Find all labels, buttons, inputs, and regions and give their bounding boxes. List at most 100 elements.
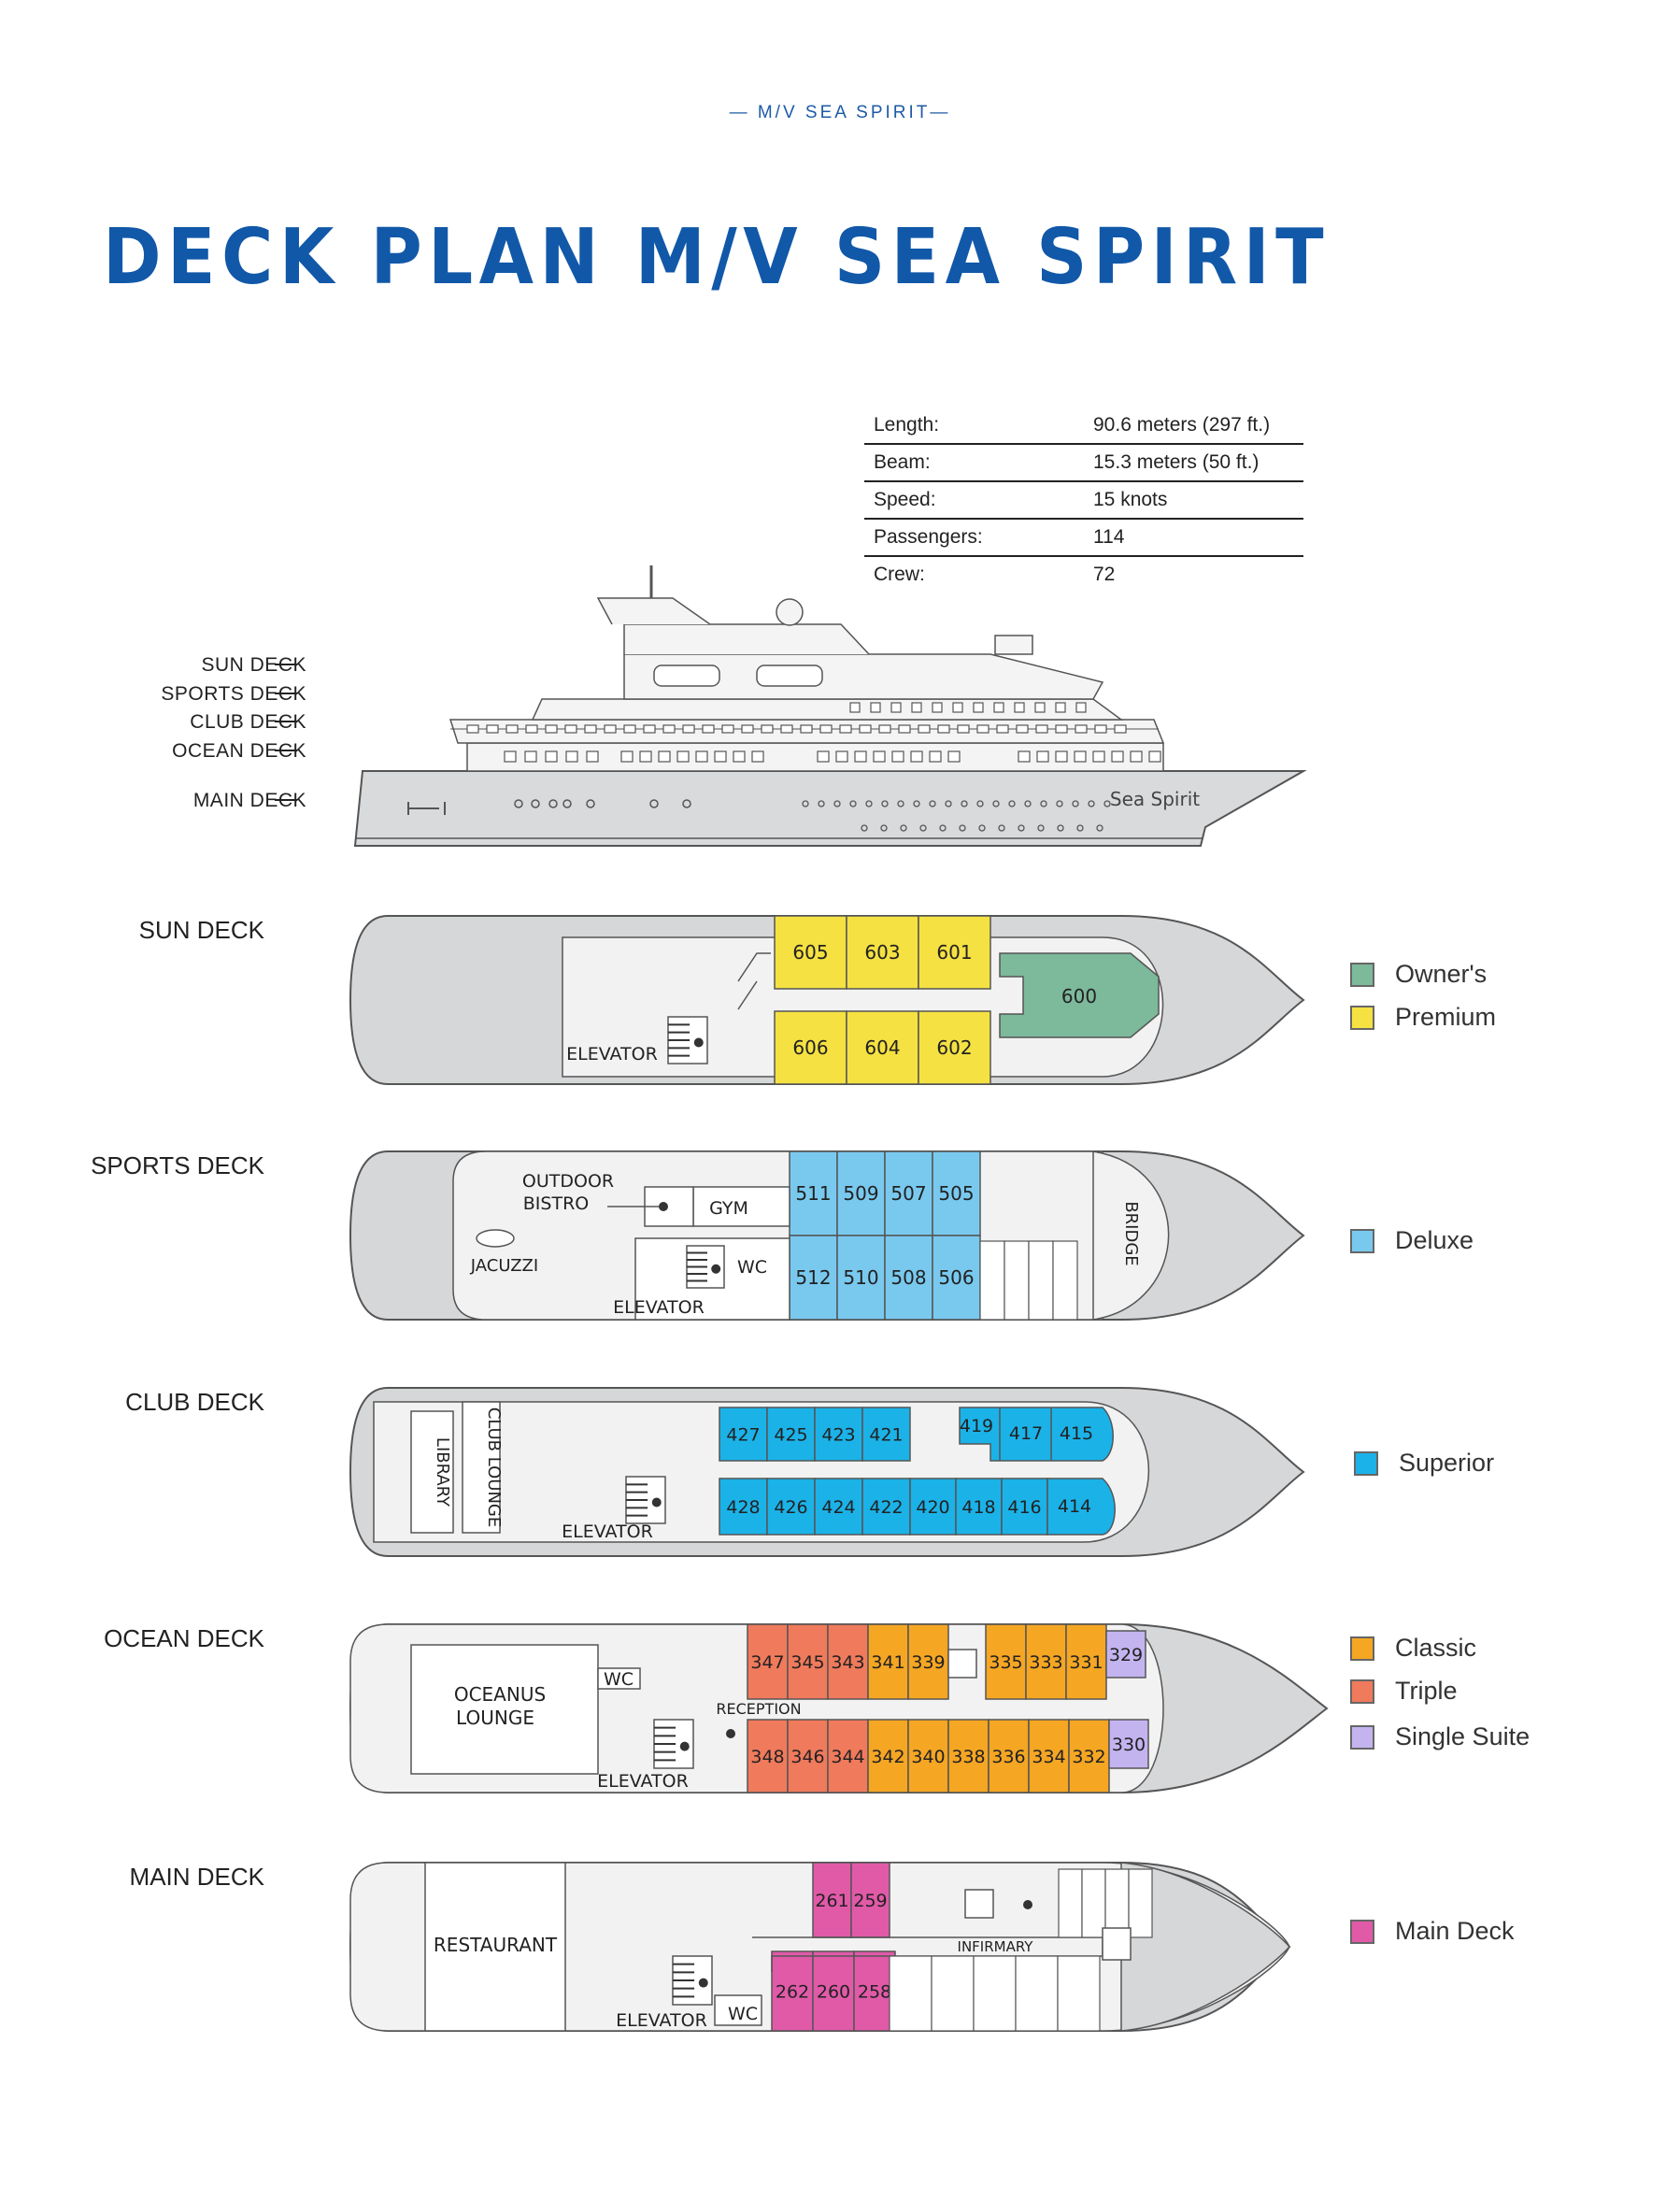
profile-window <box>873 750 886 763</box>
outdoor-bistro-label: BISTRO <box>523 1193 589 1214</box>
profile-window <box>1036 750 1049 763</box>
profile-window <box>800 724 813 734</box>
legend-swatch <box>1350 1005 1374 1030</box>
profile-window <box>564 724 577 734</box>
profile-window <box>751 750 764 763</box>
cabin <box>836 1150 886 1236</box>
cabin-number: 424 <box>821 1497 855 1518</box>
cabin-number: 414 <box>1058 1496 1091 1517</box>
cabin-number: 511 <box>795 1182 831 1205</box>
legend-single-suite: Single Suite <box>1350 1722 1530 1751</box>
cabin-number: 330 <box>1112 1735 1146 1755</box>
profile-window <box>890 702 902 713</box>
profile-window <box>1092 750 1105 763</box>
deck-title-main: MAIN DECK <box>129 1863 264 1891</box>
spec-label: Speed: <box>874 489 936 510</box>
profile-window <box>702 724 715 734</box>
jacuzzi-tub <box>476 1229 515 1248</box>
profile-porthole <box>880 824 888 832</box>
profile-window <box>586 750 599 763</box>
profile-porthole <box>900 824 907 832</box>
legend-label: Single Suite <box>1395 1722 1531 1750</box>
page-title: DECK PLAN M/V SEA SPIRIT <box>103 213 1331 302</box>
cabin <box>932 1150 981 1236</box>
crew-cabin <box>1015 1955 1059 2032</box>
profile-window <box>854 750 867 763</box>
profile-window <box>565 750 578 763</box>
header-kicker: — M/V SEA SPIRIT— <box>729 103 951 122</box>
crew-cabin <box>1128 1868 1153 1938</box>
profile-window <box>937 724 950 734</box>
profile-window <box>524 750 537 763</box>
profile-window <box>859 724 872 734</box>
profile-porthole <box>929 800 936 807</box>
cabin <box>867 1623 909 1700</box>
profile-window <box>584 724 597 734</box>
club-cabin-block <box>1046 1478 1116 1536</box>
profile-porthole <box>849 800 857 807</box>
profile-window <box>1094 724 1107 734</box>
cabin-number: 505 <box>938 1182 974 1205</box>
crew-cabin <box>1052 1240 1078 1321</box>
profile-porthole <box>1040 800 1047 807</box>
legend-swatch <box>1350 1919 1374 1944</box>
profile-porthole <box>1096 824 1103 832</box>
gym-room <box>692 1186 790 1227</box>
profile-window <box>891 750 904 763</box>
profile-porthole <box>562 799 572 808</box>
spec-row-passengers: Passengers:114 <box>864 520 1303 557</box>
crew-cabin <box>1058 1868 1083 1938</box>
cabin-number: 508 <box>890 1266 926 1289</box>
club-lounge-label: CLUB LOUNGE <box>484 1407 504 1527</box>
profile-window <box>898 724 911 734</box>
profile-window <box>525 724 538 734</box>
cabin <box>766 1407 816 1462</box>
deck-title-sports: SPORTS DECK <box>91 1151 264 1179</box>
cabin-number: 509 <box>843 1182 878 1205</box>
profile-label-sports: SPORTS DECK <box>161 683 306 705</box>
cabin-number: 603 <box>864 941 900 964</box>
profile-window <box>733 750 746 763</box>
profile-window <box>1016 724 1029 734</box>
legend-label: Owner's <box>1395 960 1488 988</box>
profile-porthole <box>514 799 523 808</box>
cabin <box>766 1478 816 1536</box>
cabin <box>884 1235 933 1321</box>
cabin-number: 600 <box>1061 985 1097 1007</box>
profile-porthole <box>802 800 809 807</box>
profile-wheelhouse <box>994 635 1033 655</box>
cabin <box>787 1623 829 1700</box>
profile-label-main: MAIN DECK <box>192 790 306 811</box>
legend-main-deck: Main Deck <box>1350 1917 1515 1946</box>
legend-superior: Superior <box>1354 1449 1494 1478</box>
cabin-number: 510 <box>843 1266 878 1289</box>
spec-row-speed: Speed:15 knots <box>864 482 1303 520</box>
legend-premium: Premium <box>1350 1003 1496 1032</box>
reception-label: RECEPTION <box>716 1700 801 1718</box>
profile-porthole <box>833 800 841 807</box>
profile-porthole <box>913 800 920 807</box>
cabin <box>1108 1719 1149 1769</box>
profile-window <box>957 724 970 734</box>
profile-window <box>996 724 1009 734</box>
profile-label-club: CLUB DECK <box>190 711 306 733</box>
elevator-dot <box>711 1264 721 1274</box>
cabin <box>812 1950 855 2032</box>
cabin-number: 343 <box>831 1652 864 1673</box>
cabin <box>1028 1719 1070 1793</box>
profile-window <box>1055 724 1068 734</box>
profile-porthole <box>531 799 540 808</box>
profile-window <box>976 724 989 734</box>
elevator-dot <box>679 1741 690 1751</box>
profile-porthole <box>818 800 825 807</box>
cabin <box>1105 1630 1146 1679</box>
profile-window <box>947 750 961 763</box>
profile-window <box>466 724 479 734</box>
oceanus-lounge-label: OCEANUS <box>454 1683 546 1706</box>
cabin-number: 329 <box>1109 1645 1143 1665</box>
cabin <box>789 1150 838 1236</box>
cabin <box>774 915 847 990</box>
cabin-number: 418 <box>961 1497 995 1518</box>
profile-window <box>878 724 891 734</box>
